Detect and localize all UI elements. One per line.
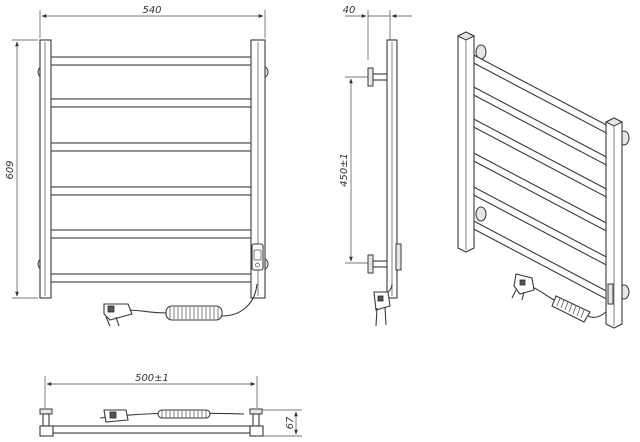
- dimension-label-500: 500±1: [135, 373, 169, 384]
- top-right-post: [249, 425, 264, 437]
- side-heater-housing: [395, 243, 402, 271]
- left-post-isometric: [456, 31, 476, 253]
- side-mount-top: [367, 67, 388, 87]
- dimension-front-width: 540: [39, 5, 266, 38]
- iso-plug-icon: [511, 273, 535, 301]
- top-rail: [52, 425, 251, 434]
- top-left-post: [39, 425, 54, 437]
- heater-connector-front: [251, 243, 264, 271]
- side-mount-bottom: [367, 254, 388, 274]
- rails-isometric: [467, 51, 613, 303]
- top-plug-icon: [103, 409, 129, 423]
- dimension-top-depth: 67: [262, 409, 302, 437]
- wall-mounts-front: [37, 65, 269, 271]
- rails-front: [49, 56, 253, 283]
- dimension-top-width: 500±1: [44, 373, 258, 408]
- plug-icon: [103, 303, 133, 327]
- front-view: 540 609: [5, 5, 269, 327]
- isometric-view: [456, 31, 630, 329]
- top-view: 500±1 67: [39, 373, 302, 437]
- dimension-label-609: 609: [5, 160, 16, 179]
- side-plug-icon: [373, 291, 391, 327]
- dimension-label-40: 40: [343, 5, 356, 16]
- power-cord-front: [127, 283, 258, 321]
- side-view: 40 450±1: [339, 5, 412, 327]
- dimension-label-67: 67: [285, 416, 296, 429]
- dimension-label-540: 540: [142, 5, 161, 16]
- side-posts-front: [39, 39, 266, 299]
- dimension-label-450: 450±1: [339, 153, 350, 187]
- power-cord-isometric: [529, 285, 607, 323]
- dimension-front-height: 609: [5, 39, 38, 299]
- right-post-isometric: [604, 117, 624, 329]
- dimension-side-depth: 40: [343, 5, 412, 60]
- dimension-mount-spacing: 450±1: [339, 76, 368, 264]
